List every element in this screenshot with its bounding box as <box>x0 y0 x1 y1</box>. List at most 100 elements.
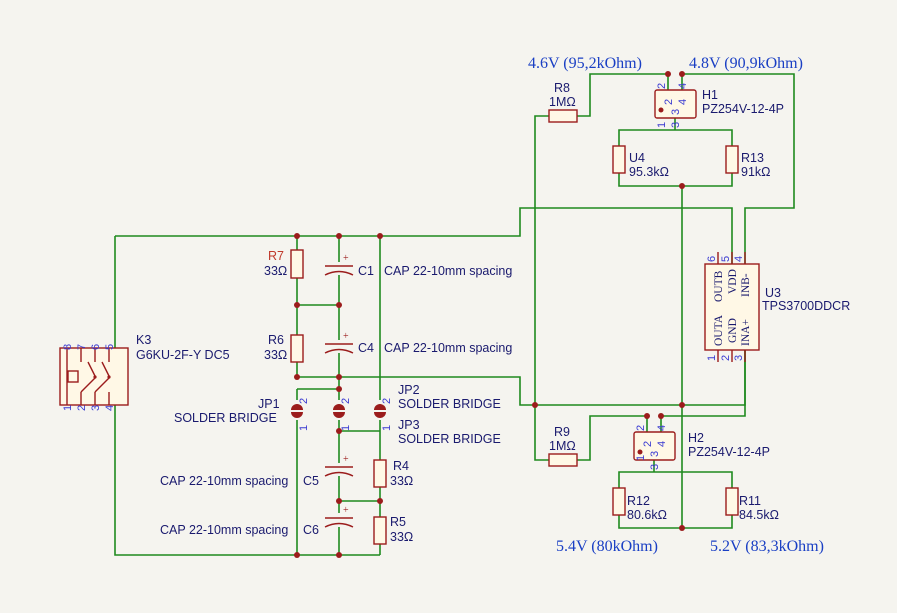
c5-ref: C5 <box>303 474 319 488</box>
jp3-pin-num: 2 <box>381 398 393 404</box>
h1-pin-num: 2 <box>656 83 668 89</box>
k3-ref: K3 <box>136 333 151 347</box>
h2-ref: H2 <box>688 431 704 445</box>
resistor-u4[interactable] <box>612 145 626 174</box>
k3-pin-num: 2 <box>76 405 88 411</box>
wire-r8-right <box>577 73 669 117</box>
jumper-jp3[interactable] <box>374 404 386 418</box>
c4-value: CAP 22-10mm spacing <box>384 341 512 355</box>
junction <box>336 233 342 239</box>
wire-h1-divider-top <box>618 129 733 146</box>
u3-pin-num: 6 <box>706 256 718 262</box>
junction <box>336 302 342 308</box>
capacitor-c6[interactable]: + <box>324 505 354 528</box>
resistor-r7[interactable] <box>290 249 304 279</box>
wire-mid-bus <box>297 350 746 406</box>
junctions <box>294 71 685 558</box>
u3-pin-gnd: GND <box>727 318 739 343</box>
jumper-jp1[interactable] <box>291 404 303 418</box>
svg-text:+: + <box>343 454 349 465</box>
h2-pin-num: 1 <box>635 455 647 461</box>
wire-r9-right <box>577 415 648 461</box>
relay-k3[interactable] <box>59 347 129 406</box>
r9-value: 1MΩ <box>549 439 576 453</box>
jp2-pin-num: 1 <box>340 425 352 431</box>
junction <box>336 552 342 558</box>
net-label-bottom-right: 5.2V (83,3kOhm) <box>710 538 824 555</box>
k3-pin-num: 5 <box>104 344 116 350</box>
r11-value: 84.5kΩ <box>739 508 779 522</box>
k3-pin-num: 4 <box>104 405 116 411</box>
junction <box>294 374 300 380</box>
r5-ref: R5 <box>390 515 406 529</box>
k3-value: G6KU-2F-Y DC5 <box>136 348 230 362</box>
junction <box>336 374 342 380</box>
capacitor-c1[interactable]: + <box>324 253 354 276</box>
wire-h1-divider-bottom <box>618 173 733 187</box>
svg-text:+: + <box>343 253 349 264</box>
resistor-r6[interactable] <box>290 334 304 363</box>
r8-value: 1MΩ <box>549 95 576 109</box>
h1-pin-num: 3 <box>670 122 682 128</box>
h1-pin-num: 1 <box>656 122 668 128</box>
header-h1[interactable] <box>654 89 697 119</box>
svg-text:+: + <box>343 331 349 342</box>
junction <box>336 498 342 504</box>
h2-pin-num: 3 <box>649 451 661 457</box>
resistor-r5[interactable] <box>373 516 387 545</box>
solder-jumpers <box>291 404 386 418</box>
net-label-top-left: 4.6V (95,2kOhm) <box>528 55 642 72</box>
resistor-r12[interactable] <box>612 487 626 516</box>
jp3-value: SOLDER BRIDGE <box>398 432 501 446</box>
h2-pin-num: 4 <box>656 425 668 431</box>
h2-pin-num: 4 <box>656 441 668 447</box>
u3-pin-outb: OUTB <box>713 270 725 302</box>
u3-pin-ina: INA+ <box>740 319 752 346</box>
h2-value: PZ254V-12-4P <box>688 445 770 459</box>
resistor-r8[interactable] <box>548 109 578 123</box>
r11-ref: R11 <box>739 494 761 508</box>
u3-pin-num: 4 <box>733 256 745 262</box>
junction <box>336 386 342 392</box>
k3-pin-num: 6 <box>90 344 102 350</box>
jumper-jp2[interactable] <box>333 404 345 418</box>
resistor-r11[interactable] <box>725 487 739 516</box>
capacitor-c5[interactable]: + <box>324 454 354 477</box>
capacitors: + + + + <box>324 253 354 528</box>
junction <box>294 302 300 308</box>
jp1-ref: JP1 <box>258 397 280 411</box>
h1-value: PZ254V-12-4P <box>702 102 784 116</box>
u3-pin-num: 1 <box>706 355 718 361</box>
resistor-r4[interactable] <box>373 459 387 488</box>
net-label-top-right: 4.8V (90,9kOhm) <box>689 55 803 72</box>
junction <box>294 552 300 558</box>
r4-ref: R4 <box>393 459 409 473</box>
h1-pin-num: 4 <box>677 83 689 89</box>
h2-pin-num: 2 <box>642 441 654 447</box>
wire-r9-left <box>534 405 549 461</box>
jp1-pin-num: 1 <box>298 425 310 431</box>
u3-pin-num: 5 <box>720 256 732 262</box>
jp3-ref: JP3 <box>398 418 420 432</box>
wire-top-bus <box>115 207 733 264</box>
c6-value: CAP 22-10mm spacing <box>160 523 288 537</box>
svg-text:+: + <box>343 505 349 516</box>
h1-pin-num: 2 <box>663 99 675 105</box>
wire-h2-divider-top <box>618 471 733 488</box>
resistor-r9[interactable] <box>548 453 578 467</box>
c1-value: CAP 22-10mm spacing <box>384 264 512 278</box>
c6-ref: C6 <box>303 523 319 537</box>
capacitor-c4[interactable]: + <box>324 331 354 354</box>
u3-pin-vdd: VDD <box>727 269 739 294</box>
resistor-r13[interactable] <box>725 145 739 174</box>
header-h2[interactable] <box>633 431 676 461</box>
k3-pin-num: 3 <box>90 405 102 411</box>
ic-u3[interactable] <box>704 252 760 362</box>
h1-ref: H1 <box>702 88 718 102</box>
u4-ref: U4 <box>629 151 645 165</box>
jp1-value: SOLDER BRIDGE <box>174 411 277 425</box>
junction <box>679 525 685 531</box>
r13-value: 91kΩ <box>741 165 771 179</box>
c1-ref: C1 <box>358 264 374 278</box>
